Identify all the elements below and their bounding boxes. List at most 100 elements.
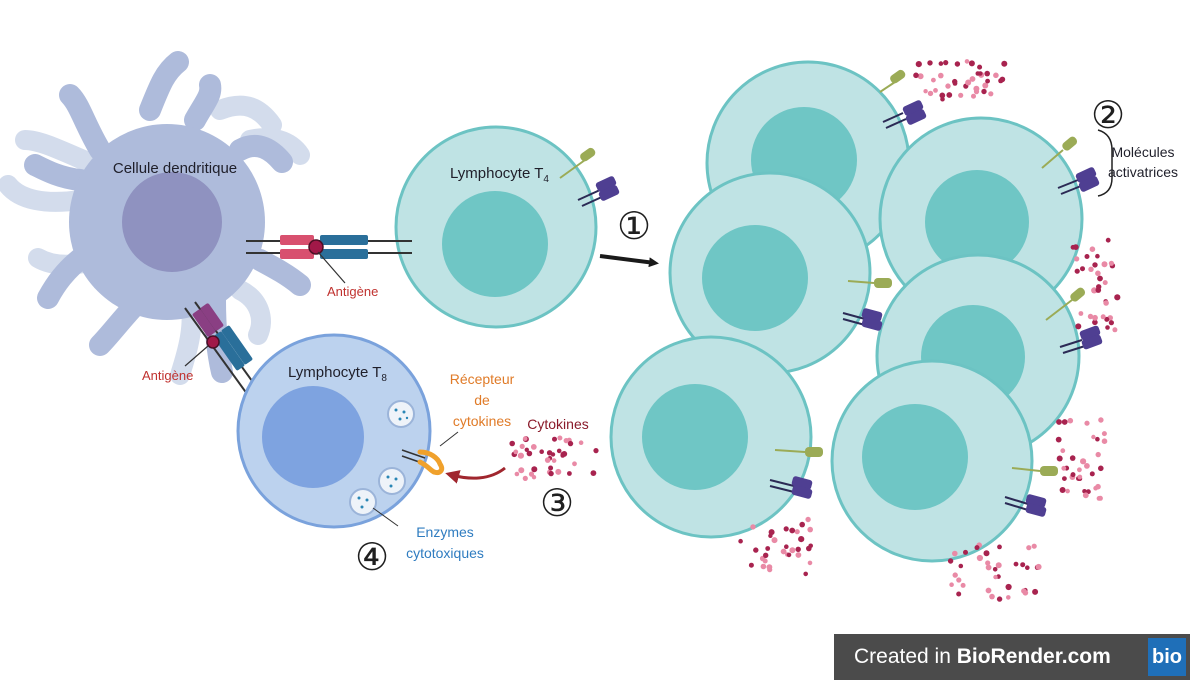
cytokine-dot (958, 92, 964, 98)
cytokine-dot (556, 448, 562, 454)
cytokine-dot (1022, 590, 1029, 596)
cytokine-dot (509, 440, 515, 447)
cytokine-dot (1074, 256, 1080, 262)
cytokine-dot (1091, 434, 1096, 440)
cytokine-dot (1095, 287, 1102, 293)
cytokine-dot (567, 471, 572, 476)
cytokine-dot (983, 550, 990, 557)
cytokine-dot (763, 552, 769, 558)
cytokine-dot (1082, 492, 1089, 499)
cytokine-dot (963, 549, 968, 555)
cytokine-dot (784, 544, 789, 549)
cytokine-dot (803, 571, 808, 577)
cytokine-dot (1074, 268, 1080, 274)
cytokine-dot (807, 526, 813, 533)
cytokine-dot (1077, 474, 1083, 480)
cytokine-dot (798, 536, 805, 543)
cytokine-dot (546, 450, 553, 456)
cytokine-dot (974, 545, 980, 551)
cytokine-dot (964, 59, 970, 64)
cytokine-receptor (401, 431, 459, 475)
cytokine-dot (938, 72, 944, 79)
cytokine-dot (531, 475, 537, 480)
mhc-molecule (280, 235, 314, 245)
cytokine-dot (1088, 266, 1094, 272)
cytokine-dot (557, 435, 563, 441)
cytokine-dot (1084, 254, 1090, 259)
clone-activating-molecules (769, 69, 1103, 517)
svg-text:activatrices: activatrices (1108, 164, 1178, 180)
cytokine-dot (1092, 262, 1098, 268)
cytokine-dot (1065, 488, 1070, 494)
svg-text:Enzymes: Enzymes (416, 524, 474, 540)
vesicle-granules (357, 408, 409, 509)
cytokine-dot (1096, 496, 1102, 501)
cytokine-dot (522, 436, 528, 441)
cytokine-dot (738, 538, 743, 544)
cytokine-dot (1101, 438, 1108, 445)
cytokine-dot (977, 64, 983, 70)
mhc-tcr-complex-t4: Antigène (246, 235, 412, 299)
cytokine-dot (927, 60, 933, 66)
step-4: ④ (355, 537, 389, 579)
cytokine-dot (548, 470, 554, 477)
watermark-prefix: Created in (854, 645, 957, 668)
t8-nucleus (262, 386, 364, 488)
cytokine-dot (913, 72, 919, 79)
cytokine-dot (939, 92, 946, 99)
cytokine-dot (783, 526, 789, 532)
cytokine-dot (940, 96, 945, 102)
cytokine-dot (956, 577, 962, 583)
step-2: ② (1091, 95, 1125, 137)
cytokine-dot (560, 453, 565, 458)
biorender-watermark: Created in BioRender.com bio (834, 634, 1190, 680)
cytokine-dot (1001, 60, 1008, 67)
t4-label: Lymphocyte T4 (450, 165, 549, 185)
cytokine-dot (1061, 465, 1067, 471)
cytokine-dot (1084, 420, 1090, 426)
cytokine-dot (952, 550, 958, 557)
cytokine-dot (971, 93, 976, 99)
cytokine-dot (1095, 451, 1101, 458)
cytokine-dot (1059, 487, 1066, 493)
cytokine-dot (952, 78, 958, 85)
step-1: ① (617, 206, 651, 248)
t8-cell: Lymphocyte T8 (236, 333, 459, 529)
cytokine-dot (993, 574, 998, 580)
cytokine-dot (768, 533, 773, 538)
cytokine-dot (1105, 237, 1111, 243)
receptor-label: Récepteur de cytokines (450, 371, 515, 429)
cytokine-dot (945, 83, 951, 89)
cytokine-dot (531, 466, 538, 473)
cytokine-dot (1056, 419, 1062, 425)
cytokine-dot (539, 449, 544, 455)
cytokine-dot (760, 563, 767, 570)
svg-text:Molécules: Molécules (1111, 144, 1174, 160)
cytokine-dot (1097, 275, 1103, 282)
mhc-tcr-complex-t8: Antigène (142, 301, 261, 399)
cytokine-dot (1108, 260, 1114, 266)
cytokine-dot (1067, 417, 1074, 424)
cytokine-dot (954, 61, 961, 67)
cytokine-dot (1035, 563, 1042, 570)
antigen-dot-t8 (206, 335, 220, 349)
cytokine-dot (514, 471, 520, 477)
cytokine-dot (1092, 319, 1098, 326)
cytokine-dot (931, 77, 936, 83)
antigen-label-left: Antigène (142, 368, 193, 383)
cytokine-dot (789, 547, 796, 554)
cytokine-arrow (445, 466, 506, 484)
cytokine-dot (552, 436, 557, 442)
cytokine-dot (1026, 545, 1032, 551)
cytokine-dot (1091, 287, 1098, 294)
cytokine-dot (1101, 431, 1107, 437)
cytokine-dot (958, 563, 964, 569)
cytokine-dot (519, 443, 525, 449)
svg-text:cytokines: cytokines (453, 413, 511, 429)
cytokine-dot (968, 60, 975, 67)
cytokine-dot (1092, 314, 1098, 321)
cytokine-dot (1072, 244, 1079, 251)
cytokine-dot (1098, 417, 1104, 423)
cytokine-dot (1108, 320, 1114, 326)
